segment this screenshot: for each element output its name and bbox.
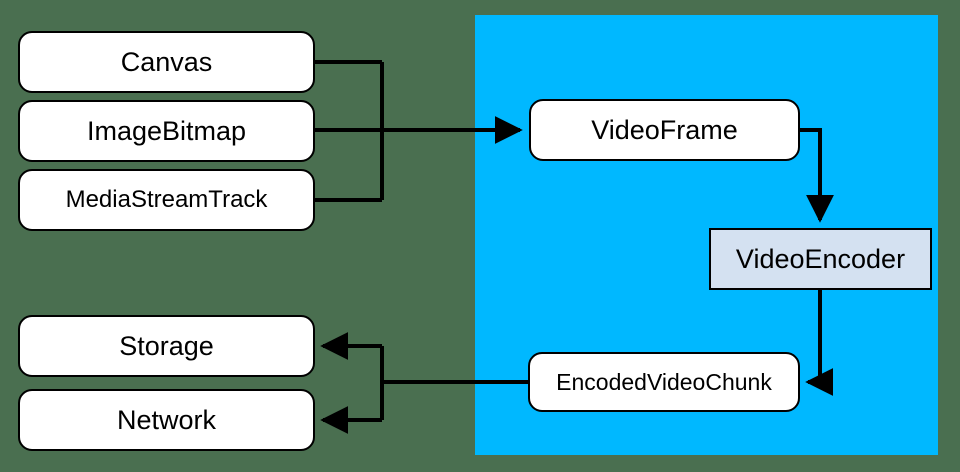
node-canvas[interactable]: Canvas bbox=[18, 31, 315, 93]
node-canvas-label: Canvas bbox=[120, 46, 213, 77]
node-storage[interactable]: Storage bbox=[18, 315, 315, 377]
node-network[interactable]: Network bbox=[18, 389, 315, 451]
node-network-label: Network bbox=[116, 404, 217, 435]
node-media-stream-track-label: MediaStreamTrack bbox=[65, 186, 268, 213]
node-image-bitmap-label: ImageBitmap bbox=[86, 115, 247, 146]
node-storage-label: Storage bbox=[119, 330, 214, 361]
edge-videoframe-to-videoencoder bbox=[800, 128, 834, 223]
node-image-bitmap[interactable]: ImageBitmap bbox=[18, 100, 315, 162]
edge-videoencoder-to-encodedvideochunk bbox=[805, 290, 834, 396]
node-video-encoder-label: VideoEncoder bbox=[735, 243, 906, 274]
node-video-frame[interactable]: VideoFrame bbox=[529, 99, 800, 161]
node-media-stream-track[interactable]: MediaStreamTrack bbox=[18, 169, 315, 231]
node-encoded-video-chunk-label: EncodedVideoChunk bbox=[556, 368, 772, 395]
node-video-frame-label: VideoFrame bbox=[591, 114, 738, 145]
node-encoded-video-chunk[interactable]: EncodedVideoChunk bbox=[528, 352, 800, 412]
node-video-encoder[interactable]: VideoEncoder bbox=[709, 228, 932, 290]
